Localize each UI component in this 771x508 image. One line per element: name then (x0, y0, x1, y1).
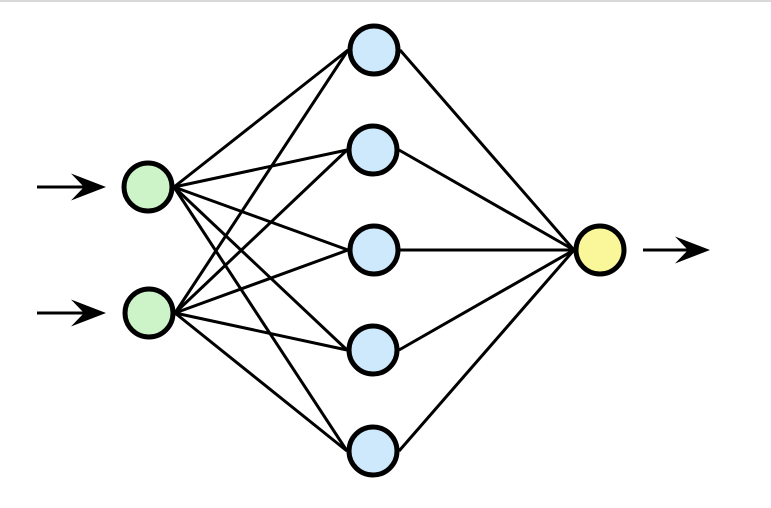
output-node-out1 (573, 223, 627, 277)
hidden-node-h2 (346, 123, 400, 177)
edge-in1-h1 (173, 48, 349, 189)
edge-in2-h1 (173, 49, 350, 314)
edge-h2-out1 (398, 148, 575, 252)
edge-in2-h2 (173, 148, 349, 315)
input-node-in1 (121, 160, 175, 214)
output-arrow-head-icon (675, 236, 710, 264)
top-rule (0, 0, 771, 2)
edge-in2-h4 (174, 311, 348, 352)
input-arrow-2-head-icon (71, 299, 106, 327)
edge-in1-h3 (173, 185, 349, 252)
hidden-node-h3 (347, 223, 401, 277)
input-node-in2 (122, 286, 176, 340)
hidden-node-h4 (346, 323, 400, 377)
edge-h5-out1 (397, 249, 576, 452)
edge-in2-h3 (174, 248, 349, 315)
input-arrow-1-head-icon (71, 173, 106, 201)
edge-in2-h5 (174, 311, 348, 453)
hidden-node-h5 (346, 424, 400, 478)
edge-h4-out1 (398, 248, 575, 352)
edge-in1-h4 (172, 185, 349, 352)
hidden-node-h1 (347, 23, 401, 77)
edge-in1-h2 (173, 148, 348, 189)
edge-in1-h5 (172, 186, 349, 452)
edge-h1-out1 (398, 49, 576, 251)
